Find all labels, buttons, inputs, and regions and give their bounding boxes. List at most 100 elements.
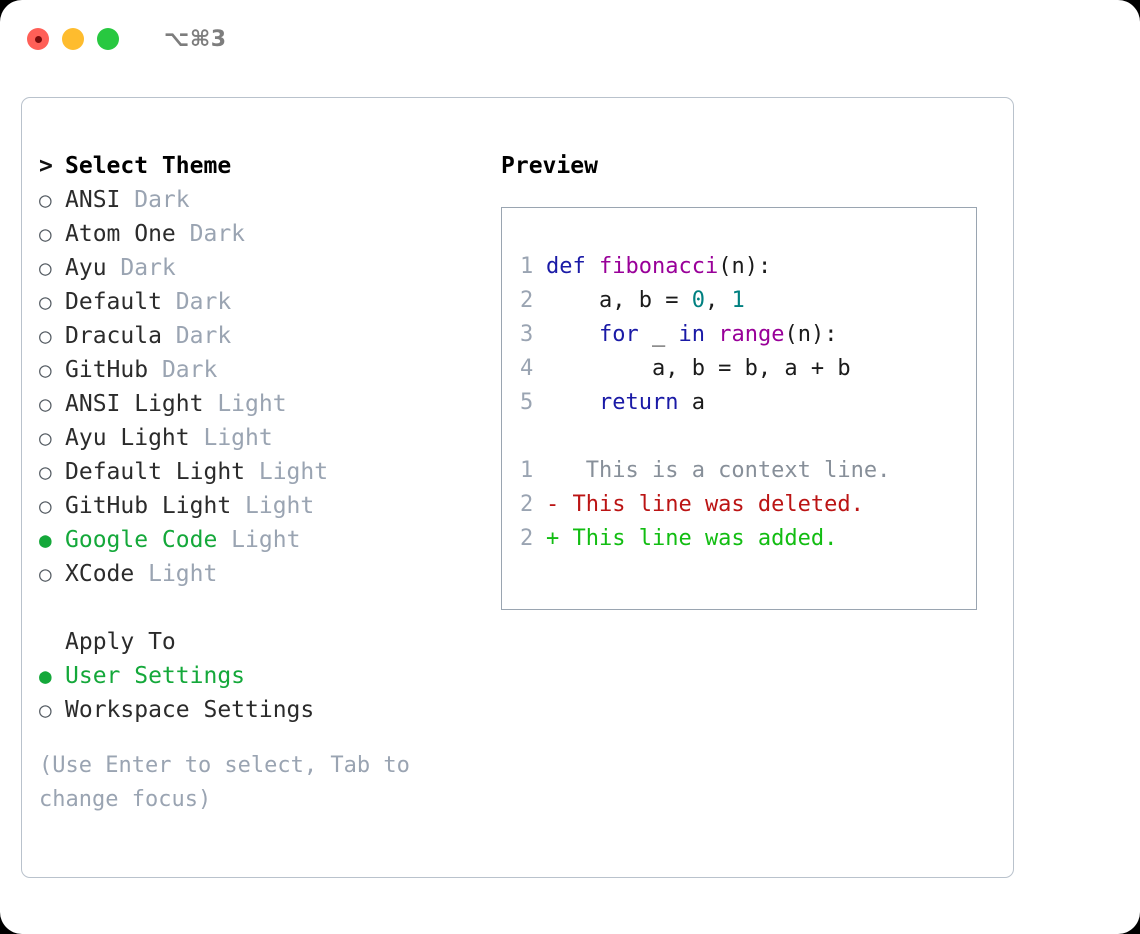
- minimize-button-icon[interactable]: [62, 28, 84, 50]
- theme-list-item[interactable]: ○Atom One Dark: [39, 217, 487, 251]
- theme-name: Default: [65, 289, 162, 315]
- theme-list-item[interactable]: ○Dracula Dark: [39, 319, 487, 353]
- code-token: 0: [691, 288, 705, 313]
- diff-text: - This line was deleted.: [546, 492, 864, 517]
- theme-list-item[interactable]: ○ANSI Dark: [39, 183, 487, 217]
- theme-variant-label: Dark: [120, 187, 190, 213]
- list-spacer: [39, 591, 487, 625]
- theme-list-item[interactable]: ○ ANSI Light Light: [39, 387, 487, 421]
- theme-list-item[interactable]: ○ Ayu Light Light: [39, 421, 487, 455]
- theme-list-item[interactable]: ○ Ayu Dark: [39, 251, 487, 285]
- radio-unselected-icon: ○: [39, 460, 52, 484]
- theme-name: Default Light: [65, 459, 246, 485]
- radio-unselected-icon: ○: [39, 392, 52, 416]
- maximize-button-icon[interactable]: [97, 28, 119, 50]
- theme-name: Atom One: [65, 221, 176, 247]
- line-number: 1: [520, 254, 534, 279]
- line-number: 3: [520, 322, 534, 347]
- theme-variant-label: Dark: [148, 357, 218, 383]
- apply-to-header: Apply To: [39, 625, 487, 659]
- theme-variant-label: Dark: [161, 289, 232, 315]
- code-token: a, b = b, a + b: [546, 356, 851, 381]
- theme-name: ANSI: [65, 187, 121, 213]
- code-line: 4 a, b = b, a + b: [520, 352, 976, 386]
- theme-name: Dracula: [65, 323, 162, 349]
- diff-line: 1 This is a context line.: [520, 454, 976, 488]
- code-token: _: [638, 322, 679, 347]
- code-token: 1: [731, 288, 745, 313]
- theme-name: Ayu: [65, 255, 107, 281]
- code-token: range: [718, 322, 785, 347]
- code-token: a, b =: [546, 288, 692, 313]
- traffic-lights: [27, 28, 119, 50]
- select-theme-header: > Select Theme: [39, 149, 487, 183]
- radio-unselected-icon: ○: [39, 562, 52, 586]
- theme-selector-column: >Select Theme ○ANSI Dark○Atom One Dark○A…: [22, 98, 487, 877]
- code-token: [705, 322, 718, 347]
- code-token: return: [598, 390, 679, 415]
- radio-unselected-icon: ○: [39, 324, 52, 348]
- theme-list-item[interactable]: ○ Default Dark: [39, 285, 487, 319]
- code-token: a: [678, 390, 705, 415]
- theme-name: ANSI Light: [65, 391, 204, 417]
- theme-variant-label: Light: [189, 425, 273, 451]
- theme-variant-label: Dark: [175, 221, 246, 247]
- line-number: 2: [520, 526, 534, 551]
- code-diff-spacer: [520, 420, 976, 454]
- radio-unselected-icon: ○: [39, 290, 52, 314]
- theme-name: GitHub Light: [65, 493, 232, 519]
- code-token: in: [678, 322, 705, 347]
- theme-name: Ayu Light: [65, 425, 190, 451]
- theme-list-item[interactable]: ○Default Light Light: [39, 455, 487, 489]
- line-number: 4: [520, 356, 534, 381]
- theme-name: XCode: [65, 561, 135, 587]
- radio-selected-icon: ●: [39, 664, 52, 688]
- theme-variant-label: Light: [217, 527, 301, 553]
- theme-variant-label: Dark: [106, 255, 176, 281]
- diff-text: + This line was added.: [546, 526, 838, 551]
- main-panel: >Select Theme ○ANSI Dark○Atom One Dark○A…: [21, 97, 1014, 878]
- line-number: 2: [520, 492, 534, 517]
- theme-list-item[interactable]: ●Google Code Light: [39, 523, 487, 557]
- theme-variant-label: Light: [203, 391, 287, 417]
- code-token: [546, 390, 599, 415]
- theme-list: ○ANSI Dark○Atom One Dark○Ayu Dark○Defaul…: [39, 183, 487, 591]
- code-token: ,: [704, 288, 732, 313]
- radio-unselected-icon: ○: [39, 358, 52, 382]
- theme-name: GitHub: [65, 357, 149, 383]
- apply-to-options: ● User Settings ○ Workspace Settings: [39, 659, 487, 727]
- window-titlebar: ⌥⌘3: [0, 0, 1140, 78]
- apply-to-title: Apply To: [65, 629, 176, 655]
- diff-sample: 1 This is a context line. 2 - This line wa…: [520, 454, 976, 556]
- code-line: 2 a, b = 0, 1: [520, 284, 976, 318]
- theme-list-item[interactable]: ○XCode Light: [39, 557, 487, 591]
- radio-unselected-icon: ○: [39, 494, 52, 518]
- select-theme-title: Select Theme: [65, 153, 232, 179]
- code-token: fibonacci: [598, 254, 719, 279]
- close-button-icon[interactable]: [27, 28, 49, 50]
- preview-title: Preview: [501, 153, 598, 179]
- apply-to-option-label: Workspace Settings: [65, 697, 315, 723]
- radio-unselected-icon: ○: [39, 698, 52, 722]
- code-token: (n):: [784, 322, 838, 347]
- radio-selected-icon: ●: [39, 528, 52, 552]
- radio-unselected-icon: ○: [39, 426, 52, 450]
- caret-icon: >: [39, 153, 53, 179]
- theme-list-item[interactable]: ○ GitHub Dark: [39, 353, 487, 387]
- apply-to-option[interactable]: ● User Settings: [39, 659, 487, 693]
- code-line: 3 for _ in range(n):: [520, 318, 976, 352]
- line-number: 5: [520, 390, 534, 415]
- code-line: 5 return a: [520, 386, 976, 420]
- diff-line: 2 - This line was deleted.: [520, 488, 976, 522]
- apply-to-option-label: User Settings: [65, 663, 246, 689]
- theme-list-item[interactable]: ○GitHub Light Light: [39, 489, 487, 523]
- code-token: def: [546, 254, 599, 279]
- radio-unselected-icon: ○: [39, 256, 52, 280]
- keyboard-hint-text: (Use Enter to select, Tab to change focu…: [39, 753, 410, 812]
- apply-to-option[interactable]: ○ Workspace Settings: [39, 693, 487, 727]
- diff-text: This is a context line.: [546, 458, 891, 483]
